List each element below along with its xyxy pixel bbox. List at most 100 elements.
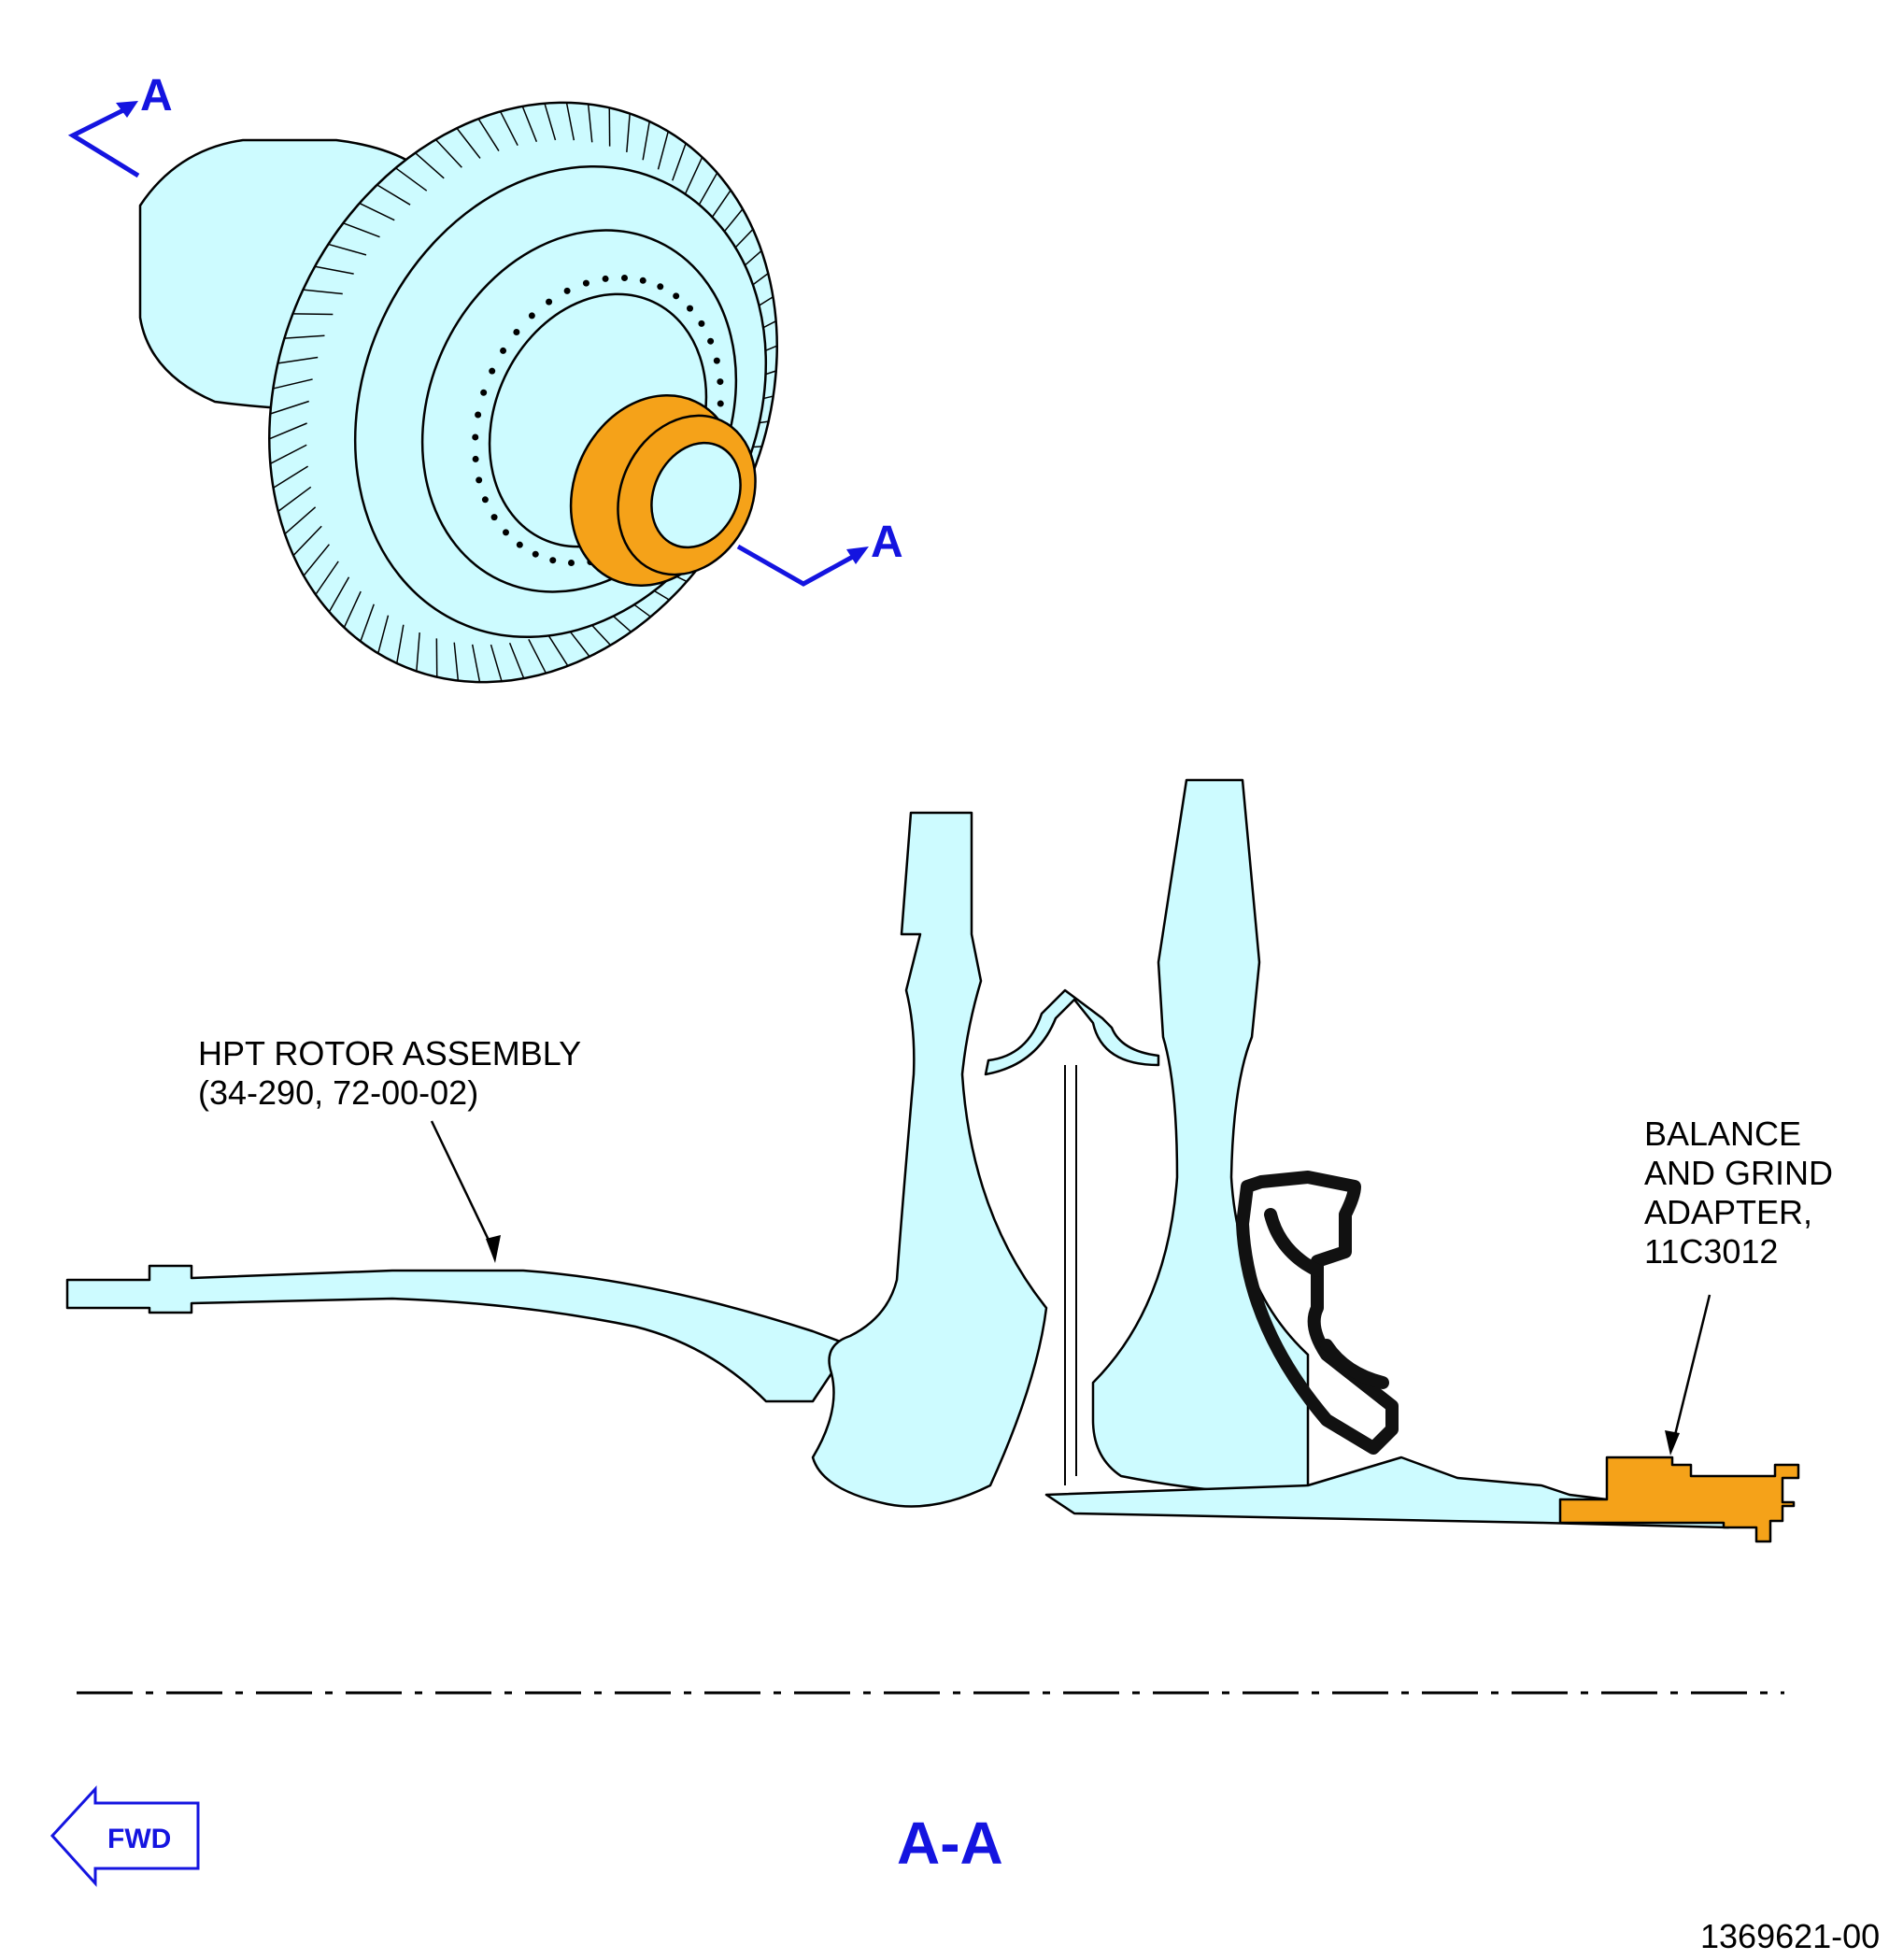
bolt-hole (568, 560, 575, 567)
blade-tooth (626, 113, 631, 153)
fwd-arrow-label: FWD (107, 1824, 171, 1854)
bolt-hole (687, 305, 694, 312)
blade-tooth (528, 639, 547, 674)
bolt-hole (563, 287, 571, 294)
bolt-hole (532, 550, 539, 558)
blade-tooth (269, 422, 307, 440)
blade-tooth (284, 506, 317, 535)
bolt-hole (476, 476, 483, 484)
blade-tooth (521, 106, 538, 143)
bolt-hole (481, 496, 489, 504)
bolt-hole (490, 514, 498, 521)
blade-tooth (672, 143, 687, 181)
bolt-hole (513, 329, 520, 336)
hpt-rotor-label-line2: (34-290, 72-00-02) (198, 1073, 478, 1112)
section-cut-top: A (67, 71, 173, 178)
bolt-hole (502, 529, 509, 536)
bolt-hole (673, 292, 680, 300)
adapter-iso (569, 394, 757, 587)
stage1-disk (811, 811, 1048, 1508)
hpt-rotor-leader-arrowhead (486, 1235, 501, 1263)
blade-tooth (377, 615, 390, 654)
blade-tooth (453, 642, 460, 681)
blade-tooth (303, 289, 343, 295)
section-letter-bottom: A (871, 518, 903, 567)
figure-number: 1369621-00 (1700, 1917, 1880, 1955)
blade-tooth (273, 465, 309, 489)
adapter-label-line4: 11C3012 (1644, 1232, 1778, 1271)
blade-tooth (657, 131, 669, 170)
blade-tooth (565, 102, 575, 141)
view-title: A-A (897, 1810, 1003, 1877)
bolt-hole (713, 357, 720, 364)
blade-tooth (490, 644, 503, 682)
adapter-label-line3: ADAPTER, (1644, 1193, 1812, 1231)
blade-tooth (456, 127, 481, 159)
adapter-leader-arrowhead (1665, 1430, 1680, 1456)
section-letter-top: A (140, 71, 173, 121)
bolt-hole (528, 312, 535, 320)
bolt-hole (657, 283, 664, 291)
blade-tooth (343, 590, 362, 629)
blade-tooth (328, 576, 350, 613)
isometric-rotor-view: A A (67, 71, 903, 684)
section-cut-bottom: A (736, 518, 903, 587)
blade-tooth (303, 544, 330, 576)
bolt-hole (546, 298, 553, 305)
bolt-hole (602, 275, 609, 282)
blade-tooth (360, 604, 375, 642)
balance-grind-adapter (1558, 1456, 1800, 1543)
bolt-hole (475, 411, 482, 419)
fwd-arrow-outline (50, 1785, 200, 1887)
adapter-label-line1: BALANCE (1644, 1115, 1801, 1153)
blade-tooth (499, 111, 518, 146)
blade-tooth (415, 152, 445, 179)
balance-fixture-inner (1264, 1208, 1389, 1389)
adapter-leader (1670, 1294, 1711, 1447)
blade-tooth (471, 644, 481, 683)
stage2-disk (1091, 778, 1310, 1497)
bolt-hole (472, 433, 479, 441)
bolt-hole (489, 367, 496, 375)
forward-shaft (65, 1264, 852, 1403)
bolt-hole (717, 400, 724, 407)
hpt-rotor-label-line1: HPT ROTOR ASSEMBLY (198, 1034, 581, 1072)
blade-tooth (270, 444, 307, 465)
blade-tooth (315, 561, 339, 595)
torque-rail (1064, 1065, 1077, 1485)
blade-tooth (547, 633, 569, 667)
bolt-hole (480, 389, 488, 396)
bolt-hole (698, 320, 705, 327)
blade-tooth (508, 642, 525, 679)
blade-tooth (376, 184, 411, 206)
blade-tooth (292, 525, 322, 557)
bolt-hole (639, 277, 646, 284)
hpt-rotor-leader (430, 1120, 497, 1255)
blade-tooth (277, 486, 312, 512)
section-view: HPT ROTOR ASSEMBLY (34-290, 72-00-02) BA… (65, 778, 1833, 1695)
blade-tooth (292, 313, 334, 316)
adapter-label-line2: AND GRIND (1644, 1154, 1833, 1192)
blade-tooth (359, 202, 395, 221)
bolt-hole (582, 279, 589, 287)
blade-tooth (544, 103, 557, 141)
bolt-hole (516, 541, 523, 548)
bolt-hole (472, 455, 479, 462)
blade-tooth (396, 624, 405, 664)
blade-tooth (416, 632, 420, 672)
bolt-hole (549, 557, 557, 564)
blade-tooth (277, 356, 319, 364)
bolt-hole (717, 378, 724, 386)
blade-tooth (395, 167, 428, 192)
bolt-hole (500, 347, 507, 354)
blade-tooth (273, 378, 313, 390)
fwd-arrow: FWD (50, 1785, 200, 1887)
blade-tooth (434, 138, 462, 168)
bolt-hole (620, 274, 628, 281)
blade-tooth (314, 265, 354, 275)
blade-tooth (587, 104, 593, 143)
bolt-circle (472, 274, 724, 567)
blade-tooth (270, 400, 309, 415)
blade-tooth (284, 334, 325, 339)
